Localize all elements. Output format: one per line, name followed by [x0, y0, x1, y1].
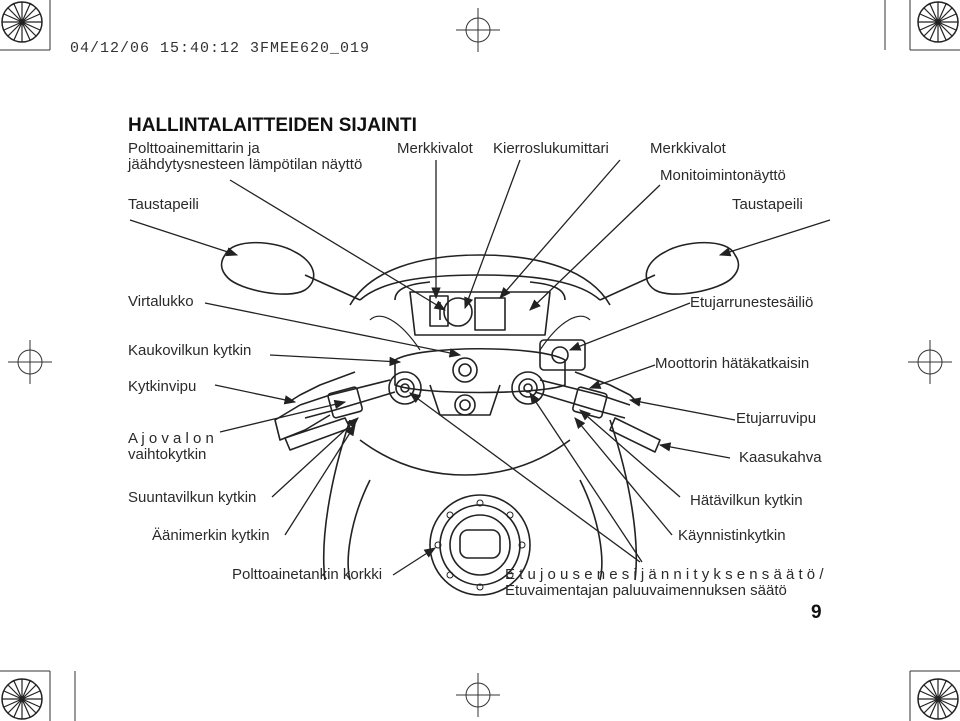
crosshair-marks: [8, 8, 952, 717]
motorcycle-outline: [220, 241, 740, 596]
label-tachometer: Kierroslukumittari: [493, 140, 609, 157]
registration-mark-top-right: [917, 1, 959, 43]
label-dimmer-switch: Kytkinvipu: [128, 378, 197, 395]
page-title: HALLINTALAITTEIDEN SIJAINTI: [128, 115, 417, 136]
registration-mark-top-left: [1, 1, 43, 43]
registration-mark-bottom-right: [917, 678, 959, 720]
label-fuel-cap: Polttoainetankin korkki: [232, 566, 383, 583]
label-engine-stop: Moottorin hätäkatkaisin: [655, 355, 810, 372]
registration-mark-bottom-left: [1, 678, 43, 720]
label-hazard: Hätävilkun kytkin: [690, 492, 803, 509]
label-headlight-line2: vaihtokytkin: [128, 446, 207, 463]
label-high-beam-switch: Kaukovilkun kytkin: [128, 342, 252, 359]
label-ignition: Virtalukko: [128, 293, 194, 310]
label-front-brake-lever: Etujarruvipu: [736, 410, 817, 427]
label-multi-display: Monitoimintonäyttö: [660, 167, 786, 184]
label-turn-signal: Suuntavilkun kytkin: [128, 489, 257, 506]
label-indicator-right: Merkkivalot: [650, 140, 726, 157]
label-throttle: Kaasukahva: [739, 449, 822, 466]
label-mirror-right: Taustapeili: [732, 196, 803, 213]
label-preload-line1: E t u j o u s e n e s i j ä n n i t y k …: [505, 566, 824, 583]
print-timestamp: 04/12/06 15:40:12 3FMEE620_019: [70, 40, 371, 57]
label-starter: Käynnistinkytkin: [678, 527, 786, 544]
leader-lines: [129, 159, 831, 576]
label-mirror-left: Taustapeili: [128, 196, 199, 213]
page-number: 9: [811, 602, 822, 623]
label-front-brake-reservoir: Etujarrunestesäiliö: [690, 294, 814, 311]
label-fuel-gauge-line2: jäähdytysnesteen lämpötilan näyttö: [128, 156, 363, 173]
label-headlight-line1: A j o v a l o n: [128, 430, 214, 447]
label-preload-line2: Etuvaimentajan paluuvaimennuksen säätö: [505, 582, 787, 599]
label-indicator-left: Merkkivalot: [397, 140, 473, 157]
label-horn: Äänimerkin kytkin: [152, 527, 270, 544]
label-fuel-gauge-line1: Polttoainemittarin ja: [128, 140, 260, 157]
